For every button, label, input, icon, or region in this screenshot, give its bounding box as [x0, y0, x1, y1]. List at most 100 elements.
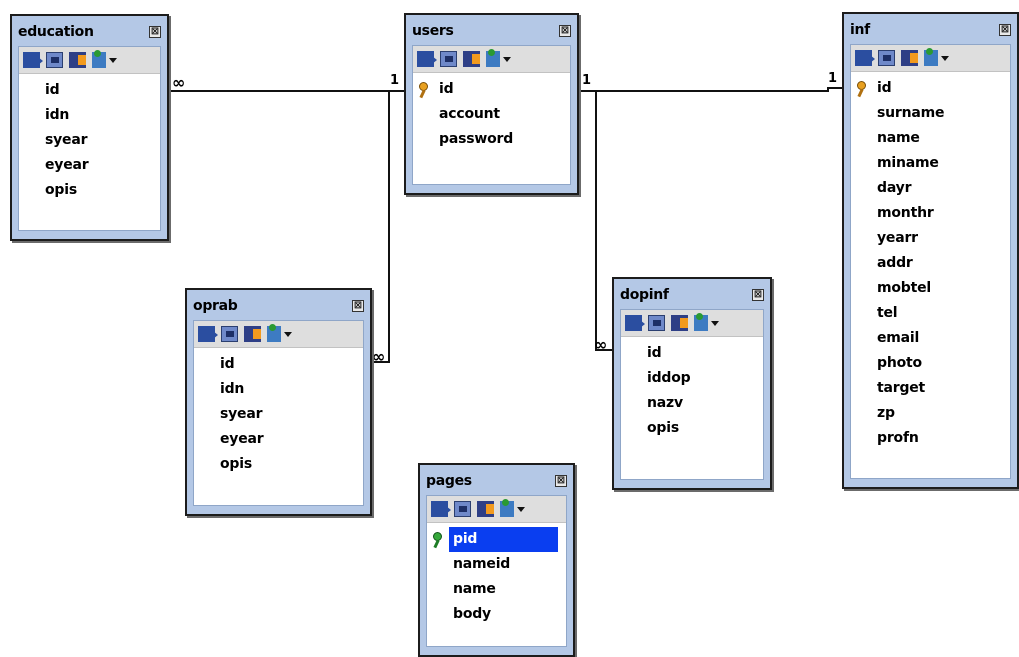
field-item[interactable]: nazv [647, 395, 683, 411]
chevron-down-icon[interactable] [711, 320, 719, 326]
form-icon[interactable] [878, 50, 895, 66]
field-item[interactable]: syear [45, 132, 88, 148]
field-item[interactable]: tel [877, 305, 898, 321]
field-item[interactable]: idn [45, 107, 70, 123]
field-item[interactable]: name [453, 581, 496, 597]
field-item[interactable]: profn [877, 430, 919, 446]
field-item[interactable]: account [439, 106, 500, 122]
form-icon[interactable] [46, 52, 63, 68]
table-toolbar [413, 46, 570, 73]
table-dopinf-header[interactable]: dopinf ⊠ [620, 283, 764, 307]
table-body: id surname name miname dayr monthr yearr… [850, 44, 1011, 479]
form-icon[interactable] [454, 501, 471, 517]
chevron-down-icon[interactable] [517, 506, 525, 512]
field-item[interactable]: opis [45, 182, 77, 198]
close-icon[interactable]: ⊠ [999, 24, 1011, 36]
table-toolbar [427, 496, 566, 523]
field-item[interactable]: password [439, 131, 514, 147]
close-icon[interactable]: ⊠ [559, 25, 571, 37]
table-title: dopinf [620, 287, 669, 303]
table-pages[interactable]: pages ⊠ pid nameid name body [418, 463, 575, 657]
show-table-icon[interactable] [855, 50, 875, 66]
field-item[interactable]: monthr [877, 205, 934, 221]
field-item[interactable]: id [647, 345, 662, 361]
close-icon[interactable]: ⊠ [149, 26, 161, 38]
field-item[interactable]: body [453, 606, 491, 622]
field-item[interactable]: nameid [453, 556, 511, 572]
query-icon[interactable] [486, 49, 500, 67]
show-table-icon[interactable] [198, 326, 218, 342]
field-item[interactable]: dayr [877, 180, 912, 196]
field-item[interactable]: id [45, 82, 60, 98]
table-oprab[interactable]: oprab ⊠ id idn syear eyear opis [185, 288, 372, 516]
field-item-primary-key[interactable]: id [851, 76, 1010, 101]
table-toolbar [19, 47, 160, 74]
field-item[interactable]: email [877, 330, 920, 346]
table-inf[interactable]: inf ⊠ id surname name miname dayr monthr… [842, 12, 1019, 489]
field-item[interactable]: eyear [220, 431, 264, 447]
design-icon[interactable] [69, 52, 86, 68]
field-item[interactable]: idn [220, 381, 245, 397]
close-icon[interactable]: ⊠ [352, 300, 364, 312]
query-icon[interactable] [92, 50, 106, 68]
field-item[interactable]: syear [220, 406, 263, 422]
chevron-down-icon[interactable] [109, 57, 117, 63]
field-item[interactable]: mobtel [877, 280, 932, 296]
query-icon[interactable] [500, 499, 514, 517]
show-table-icon[interactable] [417, 51, 437, 67]
table-title: education [18, 24, 94, 40]
rel-users-dopinf[interactable] [595, 91, 613, 351]
table-title: users [412, 23, 454, 39]
field-item[interactable]: miname [877, 155, 939, 171]
table-education-header[interactable]: education ⊠ [18, 20, 161, 44]
field-item[interactable]: photo [877, 355, 922, 371]
query-icon[interactable] [694, 313, 708, 331]
show-table-icon[interactable] [625, 315, 645, 331]
design-icon[interactable] [463, 51, 480, 67]
design-icon[interactable] [671, 315, 688, 331]
form-icon[interactable] [440, 51, 457, 67]
table-users-header[interactable]: users ⊠ [412, 19, 571, 43]
table-inf-header[interactable]: inf ⊠ [850, 18, 1011, 42]
field-item-primary-key-selected[interactable]: pid [427, 527, 566, 552]
field-item-primary-key[interactable]: id [413, 77, 570, 102]
table-education[interactable]: education ⊠ id idn syear eyear opis [10, 14, 169, 241]
query-icon[interactable] [924, 48, 938, 66]
query-icon[interactable] [267, 324, 281, 342]
card-dopinf-many: ∞ [594, 335, 607, 354]
table-oprab-header[interactable]: oprab ⊠ [193, 294, 364, 318]
field-item[interactable]: iddop [647, 370, 691, 386]
form-icon[interactable] [648, 315, 665, 331]
field-item[interactable]: surname [877, 105, 945, 121]
chevron-down-icon[interactable] [284, 331, 292, 337]
field-list: id surname name miname dayr monthr yearr… [851, 72, 1010, 451]
form-icon[interactable] [221, 326, 238, 342]
table-dopinf[interactable]: dopinf ⊠ id iddop nazv opis [612, 277, 772, 490]
field-list: id account password [413, 73, 570, 152]
chevron-down-icon[interactable] [941, 55, 949, 61]
design-icon[interactable] [901, 50, 918, 66]
field-item[interactable]: zp [877, 405, 895, 421]
field-item[interactable]: opis [220, 456, 252, 472]
show-table-icon[interactable] [23, 52, 43, 68]
design-icon[interactable] [244, 326, 261, 342]
key-icon [419, 82, 428, 91]
field-item[interactable]: name [877, 130, 920, 146]
field-item[interactable]: target [877, 380, 926, 396]
close-icon[interactable]: ⊠ [555, 475, 567, 487]
rel-users-inf[interactable] [578, 87, 843, 92]
field-item[interactable]: yearr [877, 230, 918, 246]
field-item[interactable]: id [220, 356, 235, 372]
key-icon [857, 81, 866, 90]
chevron-down-icon[interactable] [503, 56, 511, 62]
field-item[interactable]: eyear [45, 157, 89, 173]
rel-users-oprab[interactable] [373, 91, 390, 363]
close-icon[interactable]: ⊠ [752, 289, 764, 301]
design-icon[interactable] [477, 501, 494, 517]
table-users[interactable]: users ⊠ id account password [404, 13, 579, 195]
field-item[interactable]: addr [877, 255, 913, 271]
show-table-icon[interactable] [431, 501, 451, 517]
card-oprab-many: ∞ [372, 347, 385, 366]
table-pages-header[interactable]: pages ⊠ [426, 469, 567, 493]
field-item[interactable]: opis [647, 420, 679, 436]
